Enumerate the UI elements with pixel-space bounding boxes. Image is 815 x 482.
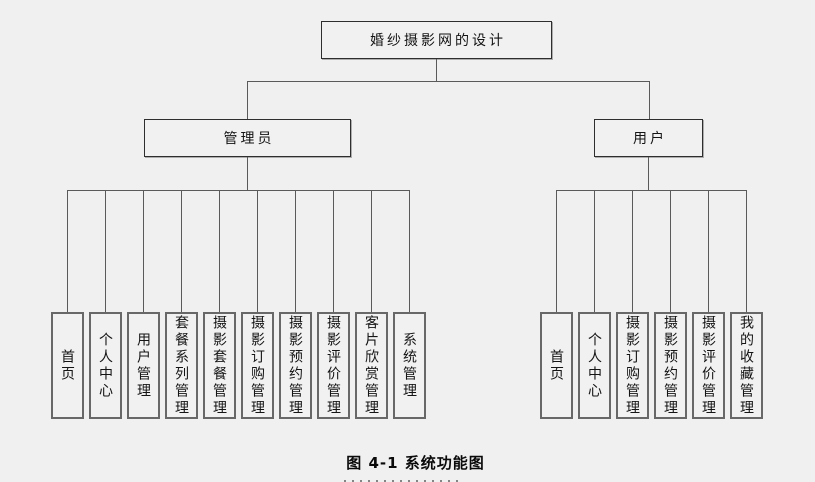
admin-leaf-1: 个人中心 — [88, 312, 122, 419]
connector-line — [556, 190, 557, 312]
branch-node-user: 用户 — [594, 119, 703, 157]
admin-leaf-9-label: 系统管理 — [401, 331, 417, 400]
connector-line — [670, 190, 671, 312]
connector-line — [105, 190, 106, 312]
branch-node-admin-label: 管理员 — [223, 131, 275, 147]
connector-line — [436, 59, 437, 81]
admin-leaf-7-label: 摄影评价管理 — [325, 314, 341, 417]
user-leaf-3: 摄影预约管理 — [653, 312, 687, 419]
admin-leaf-5-label: 摄影订购管理 — [249, 314, 265, 417]
admin-leaf-4: 摄影套餐管理 — [202, 312, 236, 419]
connector-line — [746, 190, 747, 312]
admin-leaf-6: 摄影预约管理 — [278, 312, 312, 419]
connector-line — [632, 190, 633, 312]
connector-line — [67, 190, 68, 312]
user-leaf-0: 首页 — [539, 312, 573, 419]
admin-leaf-2-label: 用户管理 — [135, 331, 151, 400]
root-node: 婚纱摄影网的设计 — [321, 21, 552, 59]
connector-line — [143, 190, 144, 312]
connector-line — [409, 190, 410, 312]
admin-leaf-3: 套餐系列管理 — [164, 312, 198, 419]
connector-line — [67, 190, 409, 191]
user-leaf-4-label: 摄影评价管理 — [700, 314, 716, 417]
cropped-text-artifact — [344, 480, 462, 482]
user-leaf-2-label: 摄影订购管理 — [624, 314, 640, 417]
user-leaf-0-label: 首页 — [548, 348, 564, 383]
connector-line — [708, 190, 709, 312]
user-leaf-1-label: 个人中心 — [586, 331, 602, 400]
admin-leaf-3-label: 套餐系列管理 — [173, 314, 189, 417]
admin-leaf-9: 系统管理 — [392, 312, 426, 419]
connector-line — [257, 190, 258, 312]
connector-line — [594, 190, 595, 312]
admin-leaf-4-label: 摄影套餐管理 — [211, 314, 227, 417]
connector-line — [648, 157, 649, 190]
user-leaf-4: 摄影评价管理 — [691, 312, 725, 419]
user-leaf-1: 个人中心 — [577, 312, 611, 419]
user-leaf-2: 摄影订购管理 — [615, 312, 649, 419]
connector-line — [649, 81, 650, 119]
admin-leaf-0-label: 首页 — [59, 348, 75, 383]
user-leaf-5-label: 我的收藏管理 — [738, 314, 754, 417]
branch-node-user-label: 用户 — [633, 131, 667, 147]
branch-node-admin: 管理员 — [144, 119, 351, 157]
figure-caption: 图 4-1 系统功能图 — [346, 454, 485, 472]
admin-leaf-7: 摄影评价管理 — [316, 312, 350, 419]
connector-line — [247, 157, 248, 190]
connector-line — [333, 190, 334, 312]
connector-line — [247, 81, 248, 119]
admin-leaf-0: 首页 — [50, 312, 84, 419]
connector-line — [247, 81, 650, 82]
admin-leaf-8: 客片欣赏管理 — [354, 312, 388, 419]
connector-line — [181, 190, 182, 312]
root-node-label: 婚纱摄影网的设计 — [370, 33, 506, 49]
user-leaf-5: 我的收藏管理 — [729, 312, 763, 419]
connector-line — [556, 190, 746, 191]
connector-line — [371, 190, 372, 312]
connector-line — [295, 190, 296, 312]
admin-leaf-5: 摄影订购管理 — [240, 312, 274, 419]
user-leaf-3-label: 摄影预约管理 — [662, 314, 678, 417]
admin-leaf-6-label: 摄影预约管理 — [287, 314, 303, 417]
admin-leaf-8-label: 客片欣赏管理 — [363, 314, 379, 417]
connector-line — [219, 190, 220, 312]
admin-leaf-2: 用户管理 — [126, 312, 160, 419]
admin-leaf-1-label: 个人中心 — [97, 331, 113, 400]
